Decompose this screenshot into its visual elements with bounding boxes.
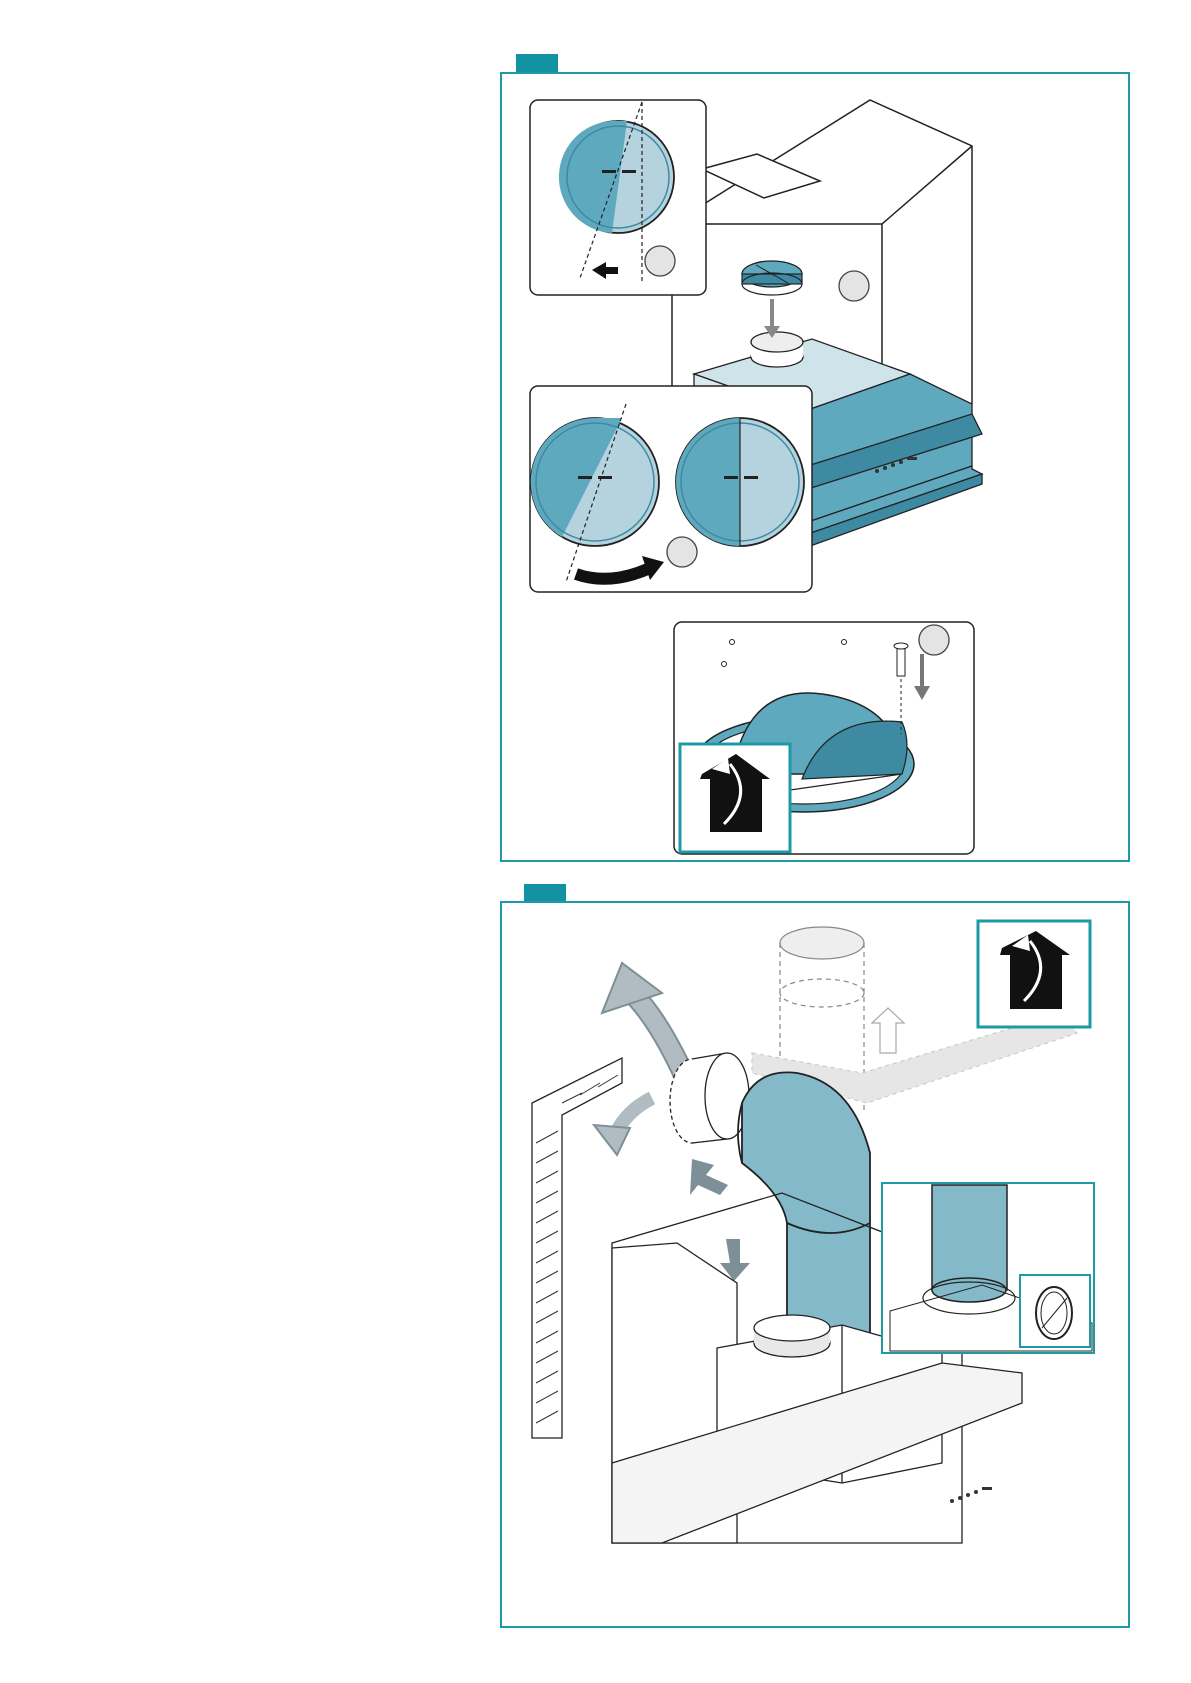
- inset-valve-screw: [674, 622, 974, 854]
- inset-valve-alignment: [530, 100, 706, 295]
- detail-badge-b: [839, 271, 869, 301]
- inset-valve-rotation: [530, 386, 812, 592]
- step-1-panel: [500, 72, 1130, 862]
- step-1-illustration: [502, 74, 1128, 860]
- ducted-extraction-house-icon-2: [978, 921, 1090, 1027]
- detail-badge-a: [645, 246, 675, 276]
- step-2-panel: [500, 901, 1130, 1628]
- non-return-valve-exploded: [742, 261, 802, 338]
- ducted-extraction-house-icon: [680, 744, 790, 852]
- detail-badge-c: [667, 537, 697, 567]
- step-2-illustration: [502, 903, 1128, 1626]
- inset-duct-connection: [882, 1183, 1094, 1353]
- wall-sleeve: [670, 1053, 749, 1143]
- wall-section: [532, 1058, 622, 1438]
- detail-badge-d: [919, 625, 949, 655]
